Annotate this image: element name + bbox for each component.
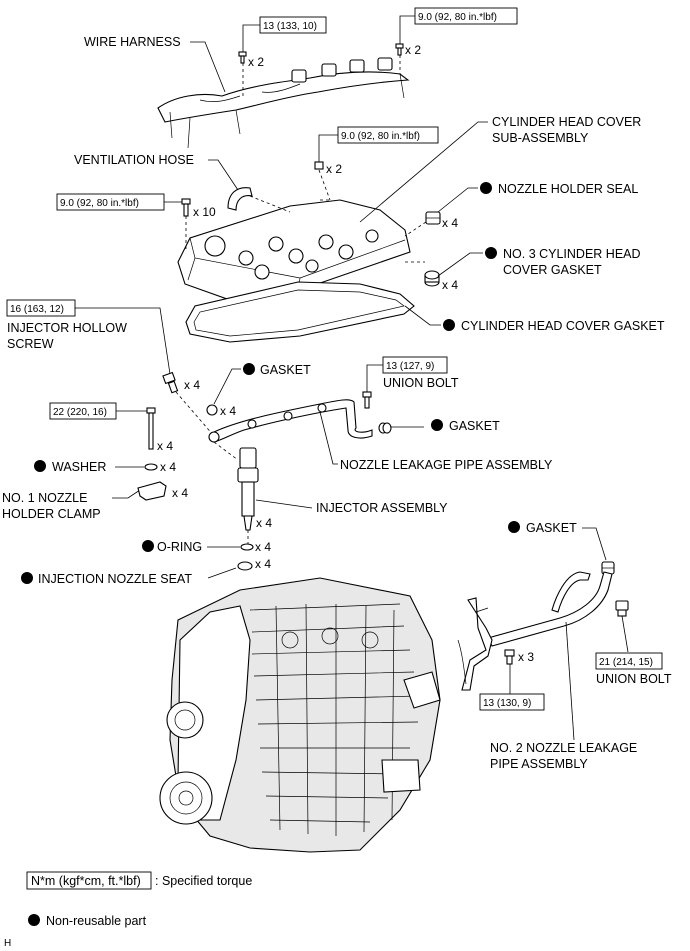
washer-drawing <box>144 463 158 471</box>
nozzle-leakage-pipe-drawing <box>213 399 373 443</box>
t-clamp-bolt-text: 22 (220, 16) <box>53 407 107 418</box>
qty-injector: x 4 <box>256 516 272 530</box>
cylinder-head-cover-drawing <box>177 199 411 301</box>
label-o-ring: O-RING <box>157 540 202 554</box>
non-reusable-marker-nozzle-seat <box>21 572 33 584</box>
label-union-bolt-a: UNION BOLT <box>383 376 459 390</box>
t-no2-bolt-text: 13 (130, 9) <box>483 698 531 709</box>
ventilation-hose-drawing <box>227 187 253 211</box>
non-reusable-marker-washer <box>34 460 46 472</box>
no2-pipe-drawing <box>487 571 613 647</box>
label-washer: WASHER <box>52 460 106 474</box>
injector-assembly-drawing <box>237 447 259 531</box>
qty-cover-nut: x 2 <box>326 162 342 176</box>
nozzle-seat-drawing <box>237 561 253 571</box>
non-reusable-marker-no3-gasket <box>485 247 497 259</box>
label-gasket-a: GASKET <box>260 363 311 377</box>
torque-box-wire-right: 9.0 (92, 80 in.*lbf) <box>399 7 518 44</box>
qty-nozzle-holder-seal: x 4 <box>442 216 458 230</box>
label-no3-gasket-2: COVER GASKET <box>503 263 602 277</box>
label-cylinder-head-cover: CYLINDER HEAD COVER <box>492 115 641 129</box>
t-union-bolt-a-text: 13 (127, 9) <box>386 361 434 372</box>
qty-gasket-a: x 4 <box>220 404 236 418</box>
injector-hollow-screw-drawing <box>162 371 179 394</box>
t-cover-bolt-text: 9.0 (92, 80 in.*lbf) <box>60 198 139 209</box>
label-cylinder-head-cover-sub: SUB-ASSEMBLY <box>492 131 589 145</box>
label-no1-clamp-1: NO. 1 NOZZLE <box>2 491 87 505</box>
t-hollow-screw-text: 16 (163, 12) <box>10 304 64 315</box>
torque-box-union-bolt-a: 13 (127, 9) <box>366 356 448 392</box>
legend-non-reusable-text: Non-reusable part <box>46 914 147 928</box>
t-wire-right-text: 9.0 (92, 80 in.*lbf) <box>418 12 497 23</box>
qty-clamp: x 4 <box>172 486 188 500</box>
qty-wire-right: x 2 <box>405 43 421 57</box>
legend-torque: N*m (kgf*cm, ft.*lbf) : Specified torque <box>26 871 252 890</box>
qty-no3-gasket: x 4 <box>442 278 458 292</box>
label-nozzle-leakage-pipe: NOZZLE LEAKAGE PIPE ASSEMBLY <box>340 458 553 472</box>
label-injector-hollow-screw-2: SCREW <box>7 337 54 351</box>
clamp-bolt-drawing <box>146 407 156 450</box>
qty-clamp-bolt: x 4 <box>157 439 173 453</box>
label-gasket-b: GASKET <box>449 419 500 433</box>
t-wire-left-text: 13 (133, 10) <box>263 21 317 32</box>
gasket-a-drawing <box>206 404 218 416</box>
qty-hollow-screw: x 4 <box>184 378 200 392</box>
wire-harness-bolt-right <box>395 43 404 56</box>
union-bolt-b-drawing <box>615 600 629 617</box>
qty-no2-bolt: x 3 <box>518 650 534 664</box>
non-reusable-marker-gasket-c <box>508 521 520 533</box>
label-ventilation-hose: VENTILATION HOSE <box>74 153 194 167</box>
wire-harness-bolt-left <box>238 51 247 64</box>
no1-clamp-drawing <box>137 481 167 501</box>
no3-gasket-drawing <box>424 270 440 287</box>
non-reusable-marker-nozzle-seal <box>480 182 492 194</box>
gasket-b-drawing <box>378 422 392 434</box>
qty-wire-left: x 2 <box>248 55 264 69</box>
figure-code: H <box>4 938 11 949</box>
legend-torque-box-text: N*m (kgf*cm, ft.*lbf) <box>31 874 141 888</box>
o-ring-drawing <box>240 543 254 551</box>
label-union-bolt-b: UNION BOLT <box>596 672 672 686</box>
nozzle-holder-seal-drawing <box>425 211 441 225</box>
label-nozzle-holder-seal: NOZZLE HOLDER SEAL <box>498 182 638 196</box>
torque-box-hollow-screw: 16 (163, 12) <box>6 299 76 317</box>
no2-bolt-drawing <box>504 649 515 665</box>
label-injector-assembly: INJECTOR ASSEMBLY <box>316 501 448 515</box>
label-gasket-c: GASKET <box>526 521 577 535</box>
non-reusable-marker-o-ring <box>142 540 154 552</box>
label-injection-nozzle-seat: INJECTION NOZZLE SEAT <box>38 572 192 586</box>
label-no2-pipe-2: PIPE ASSEMBLY <box>490 757 588 771</box>
label-injector-hollow-screw-1: INJECTOR HOLLOW <box>7 321 127 335</box>
cover-bolt <box>181 198 191 217</box>
legend-non-reusable: Non-reusable part <box>28 914 147 928</box>
t-union-bolt-b-text: 21 (214, 15) <box>599 657 653 668</box>
label-cover-gasket: CYLINDER HEAD COVER GASKET <box>461 319 665 333</box>
label-no3-gasket-1: NO. 3 CYLINDER HEAD <box>503 247 641 261</box>
cover-gasket-drawing <box>185 281 415 343</box>
qty-o-ring: x 4 <box>255 540 271 554</box>
cover-nut <box>314 161 324 170</box>
engine-block-drawing <box>159 577 441 853</box>
torque-box-clamp-bolt: 22 (220, 16) <box>49 402 150 420</box>
t-cover-nut-text: 9.0 (92, 80 in.*lbf) <box>341 131 420 142</box>
non-reusable-marker-gasket-b <box>431 419 443 431</box>
torque-box-cover-bolt: 9.0 (92, 80 in.*lbf) <box>56 193 182 211</box>
legend-non-reusable-dot <box>28 914 40 926</box>
label-no2-pipe-1: NO. 2 NOZZLE LEAKAGE <box>490 741 637 755</box>
label-wire-harness: WIRE HARNESS <box>84 35 181 49</box>
qty-washer: x 4 <box>160 460 176 474</box>
wire-harness-drawing <box>157 57 410 149</box>
qty-cover-bolt: x 10 <box>193 205 216 219</box>
non-reusable-marker-gasket-a <box>243 363 255 375</box>
torque-box-no2-bolt: 13 (130, 9) <box>479 693 545 711</box>
torque-box-cover-nut: 9.0 (92, 80 in.*lbf) <box>318 126 439 162</box>
label-no1-clamp-2: HOLDER CLAMP <box>2 507 101 521</box>
legend-torque-text: : Specified torque <box>155 874 252 888</box>
torque-box-union-bolt-b: 21 (214, 15) <box>595 652 663 670</box>
non-reusable-marker-cover-gasket <box>443 319 455 331</box>
qty-nozzle-seat: x 4 <box>255 557 271 571</box>
union-bolt-a-drawing <box>362 391 372 409</box>
torque-box-wire-left: 13 (133, 10) <box>242 16 327 52</box>
